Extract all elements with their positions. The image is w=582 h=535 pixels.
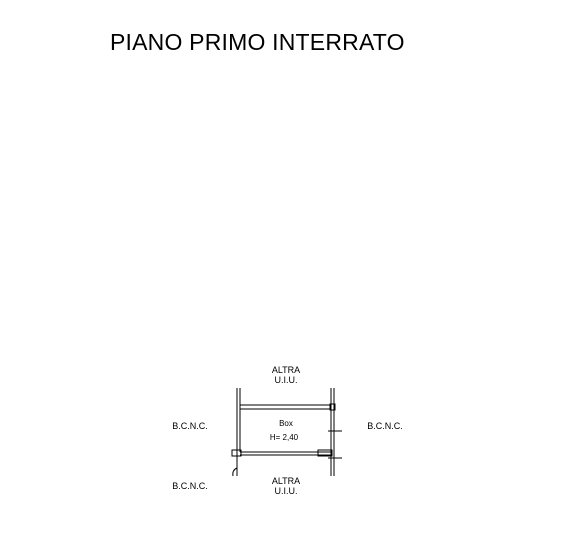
label-right-common-area: B.C.N.C. bbox=[367, 421, 403, 431]
label-left-common-area: B.C.N.C. bbox=[172, 421, 208, 431]
floor-plan-title: PIANO PRIMO INTERRATO bbox=[110, 29, 405, 55]
label-bottom-neighbor: ALTRA U.I.U. bbox=[256, 476, 316, 496]
room-name: Box bbox=[279, 419, 293, 428]
label-bottom-line2: U.I.U. bbox=[274, 486, 298, 496]
label-bottom-line1: ALTRA bbox=[271, 476, 301, 486]
label-top-neighbor: ALTRA U.I.U. bbox=[256, 365, 316, 385]
wall-post-bottom-left bbox=[231, 449, 242, 457]
wall-post-bottom-right bbox=[317, 449, 333, 457]
label-left-bottom-common-area: B.C.N.C. bbox=[172, 481, 208, 491]
label-top-line1: ALTRA bbox=[271, 365, 301, 375]
room-height: H= 2,40 bbox=[269, 433, 299, 442]
label-top-line2: U.I.U. bbox=[274, 375, 298, 385]
wall-hatch-bottom-left bbox=[232, 467, 238, 477]
wall-post-top-right bbox=[329, 403, 336, 411]
